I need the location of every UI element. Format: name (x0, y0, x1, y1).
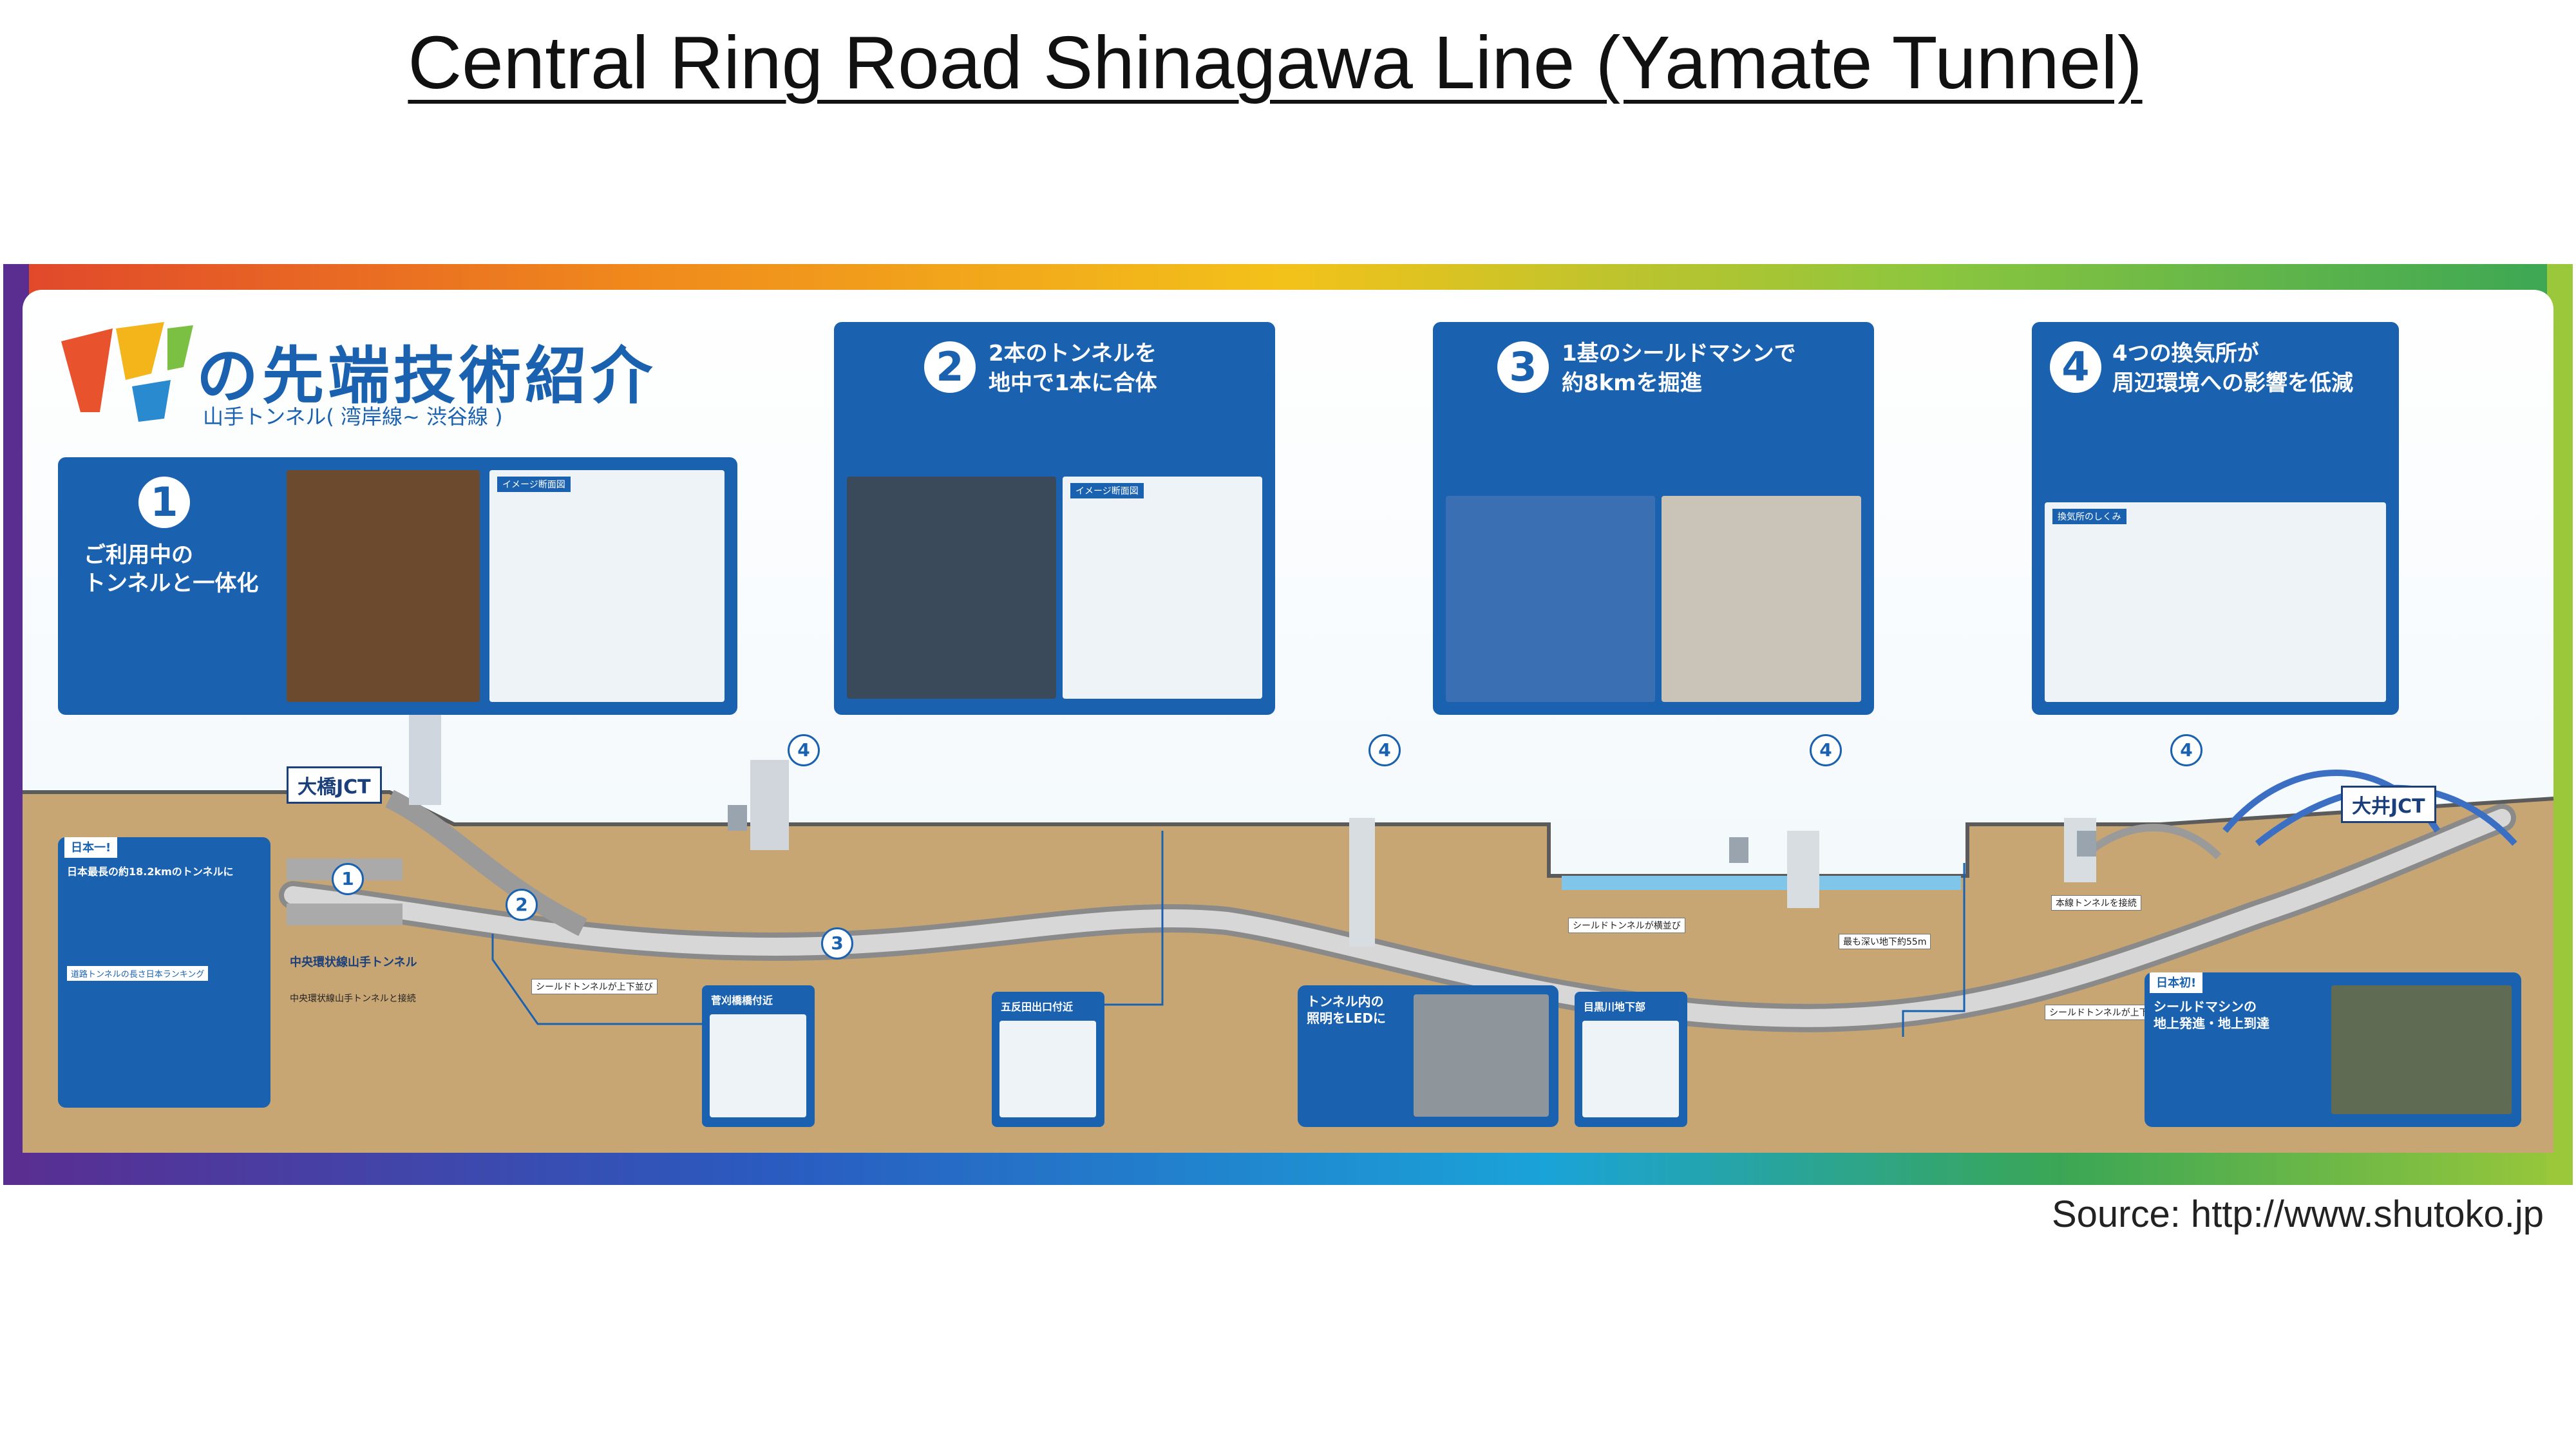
tunnel-poster: の先端技術紹介 山手トンネル( 湾岸線~ 渋谷線 ) 1 ご利用中の トンネルと… (3, 264, 2573, 1185)
shield-box-title: シールドマシンの 地上発進・地上到達 (2154, 999, 2269, 1031)
label-stacked-1: シールドトンネルが上下並び (531, 979, 658, 994)
mini-box-a: 菅刈橋橋付近 (702, 985, 815, 1127)
mini-box-c-diagram (1582, 1021, 1679, 1117)
mini-box-a-title: 菅刈橋橋付近 (711, 994, 773, 1007)
japan-first-badge-left: 日本一! (64, 837, 118, 858)
left-info-title: 日本最長の約18.2kmのトンネルに (67, 866, 234, 878)
panel-2-diagram-caption: イメージ断面図 (1070, 483, 1144, 498)
panel-1-photo (287, 470, 480, 702)
panel-4: 4 4つの換気所が 周辺環境への影響を低減 換気所のしくみ (2032, 322, 2399, 715)
marker-4c: 4 (1810, 734, 1842, 766)
header-subtitle: 山手トンネル( 湾岸線~ 渋谷線 ) (203, 404, 503, 429)
panel-2-number: 2 (924, 341, 976, 393)
panel-2-photo (847, 477, 1056, 699)
panel-2-title: 2本のトンネルを 地中で1本に合体 (989, 341, 1157, 396)
panel-3: 3 1基のシールドマシンで 約8kmを掘進 (1433, 322, 1874, 715)
left-info-box: 日本一! 日本最長の約18.2kmのトンネルに 道路トンネルの長さ日本ランキング (58, 837, 270, 1108)
marker-4b: 4 (1368, 734, 1401, 766)
panel-1-diagram-caption: イメージ断面図 (497, 477, 571, 492)
jct-label-ohashi: 大橋JCT (287, 766, 382, 804)
ranking-title: 道路トンネルの長さ日本ランキング (67, 966, 209, 981)
mini-box-b-diagram (999, 1021, 1096, 1117)
marker-4d: 4 (2170, 734, 2202, 766)
label-connect: 本線トンネルを接続 (2051, 895, 2141, 911)
panel-4-number: 4 (2050, 341, 2101, 393)
panel-1-number: 1 (138, 477, 190, 528)
mini-box-a-diagram (710, 1014, 806, 1117)
marker-4a: 4 (788, 734, 820, 766)
led-box-photo (1414, 994, 1549, 1117)
panel-2: 2 2本のトンネルを 地中で1本に合体 イメージ断面図 (834, 322, 1275, 715)
panel-1: 1 ご利用中の トンネルと一体化 イメージ断面図 (58, 457, 737, 715)
shield-box-photo (2331, 985, 2512, 1114)
led-box-title: トンネル内の 照明をLEDに (1307, 994, 1387, 1026)
marker-1: 1 (332, 863, 364, 895)
panel-4-title: 4つの換気所が 周辺環境への影響を低減 (2112, 341, 2353, 396)
mini-box-c-title: 目黒川地下部 (1584, 1001, 1646, 1013)
fuki-logo (55, 316, 196, 425)
panel-2-diagram: イメージ断面図 (1063, 477, 1262, 699)
header-title: の先端技術紹介 (196, 340, 656, 412)
label-side-by-side: シールドトンネルが横並び (1568, 918, 1685, 933)
shield-box: 日本初! シールドマシンの 地上発進・地上到達 (2145, 972, 2521, 1127)
mini-box-b-title: 五反田出口付近 (1001, 1001, 1074, 1013)
japan-first-badge-right: 日本初! (2150, 972, 2203, 993)
mini-box-b: 五反田出口付近 (992, 992, 1104, 1127)
legend-line: 中央環状線山手トンネル (290, 956, 417, 969)
slide-title: Central Ring Road Shinagawa Line (Yamate… (408, 21, 2143, 104)
label-deepest: 最も深い地下約55m (1839, 934, 1931, 949)
panel-3-photo-machine (1446, 496, 1655, 702)
panel-1-diagram: イメージ断面図 (489, 470, 724, 702)
jct-label-oi: 大井JCT (2341, 786, 2436, 823)
panel-3-number: 3 (1497, 341, 1549, 393)
marker-3: 3 (821, 927, 853, 960)
panel-1-title: ご利用中の トンネルと一体化 (84, 542, 259, 596)
marker-2: 2 (506, 889, 538, 921)
led-box: トンネル内の 照明をLEDに (1298, 985, 1558, 1127)
panel-4-diagram-caption: 換気所のしくみ (2052, 509, 2126, 524)
source-credit: Source: http://www.shutoko.jp (2051, 1193, 2544, 1235)
panel-3-title: 1基のシールドマシンで 約8kmを掘進 (1562, 341, 1796, 396)
panel-4-diagram: 換気所のしくみ (2045, 502, 2386, 702)
panel-3-photo-tunnel (1662, 496, 1861, 702)
legend-sub: 中央環状線山手トンネルと接続 (290, 994, 416, 1004)
mini-box-c: 目黒川地下部 (1575, 992, 1687, 1127)
